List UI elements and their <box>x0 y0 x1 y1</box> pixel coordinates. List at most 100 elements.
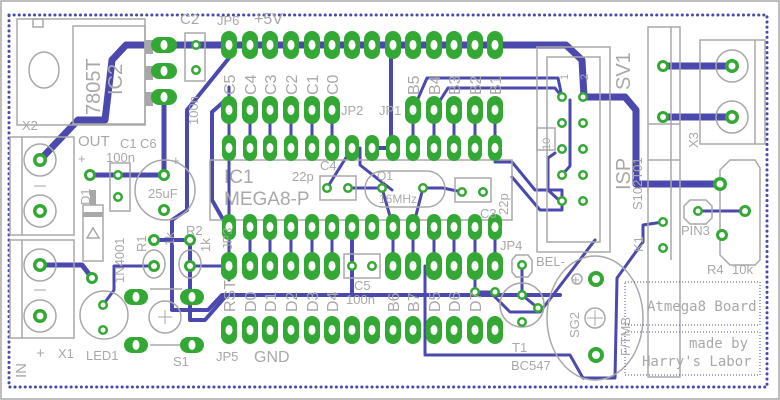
pad-c5-2 <box>367 261 377 271</box>
pad-jp6 <box>262 31 278 59</box>
pad-jp6 <box>324 31 340 59</box>
pad-s1 <box>180 337 204 353</box>
pad-x3-in-1 <box>657 60 669 72</box>
pad-sg2-minus <box>588 347 604 363</box>
pad-x3-2 <box>725 110 739 124</box>
c2-name: C2 <box>180 11 199 28</box>
x2-body <box>9 136 75 236</box>
pad-s1 <box>180 289 204 305</box>
bel-label: BEL- <box>536 254 565 269</box>
pad-ic2 <box>151 37 177 53</box>
c2-body <box>184 32 206 82</box>
pads <box>33 31 751 363</box>
pad-jp6 <box>283 31 299 59</box>
pad-q1-1 <box>377 183 387 193</box>
pad-jp6 <box>446 31 462 59</box>
pad-ic1-top <box>263 135 277 161</box>
pad-header-top <box>221 96 237 124</box>
pad-k1-out <box>713 177 727 191</box>
x1-plus: + <box>36 345 45 362</box>
pad-sv1 <box>557 144 567 154</box>
pin-label-bottom: RST <box>222 280 239 312</box>
pad-ic1-bottom <box>222 214 236 240</box>
pad-led-a <box>98 300 108 310</box>
pad-ic1-top <box>488 135 502 161</box>
sv1-pin2: 2 <box>579 74 591 80</box>
pad-jp5 <box>221 316 237 344</box>
pad-ic1-top <box>345 135 359 161</box>
pad-ic1-bottom <box>345 214 359 240</box>
pad-ic1-top <box>284 135 298 161</box>
jp4-body <box>511 254 533 278</box>
pad-ic1-top <box>222 135 236 161</box>
pad-d1-k <box>86 272 98 284</box>
ic2-name: IC2 <box>105 64 127 95</box>
c4-body <box>319 175 357 201</box>
pad-sv1 <box>578 92 588 102</box>
trace-t1-sg2 <box>473 238 597 314</box>
pad-header-bottom <box>283 252 299 280</box>
pad-x2-1 <box>33 153 47 167</box>
pad-r2-2 <box>184 260 196 272</box>
sg2-name: SG2 <box>567 312 582 338</box>
pin-label-top: B2 <box>468 75 485 95</box>
pad-ic2 <box>151 89 177 105</box>
jp5-label: GND <box>254 349 290 366</box>
pad-c5-1 <box>347 261 357 271</box>
r1-value: 1k <box>162 232 177 246</box>
pad-jp5 <box>426 316 442 344</box>
s1-name: S1 <box>173 354 189 369</box>
pad-sv1 <box>557 118 567 128</box>
trace-sv1-loop <box>546 151 564 205</box>
pad-c2-2 <box>191 65 201 75</box>
pad-c1-2 <box>113 192 123 202</box>
pin-label-top: C2 <box>284 74 301 95</box>
trace-led <box>101 264 156 307</box>
pad-sv1 <box>578 196 588 206</box>
credit-frame <box>624 331 761 376</box>
pad-header-top <box>242 96 258 124</box>
trace-q1-c3 <box>421 186 464 194</box>
pin-label-bottom: D0 <box>243 291 260 312</box>
d1-value: 1N4001 <box>112 237 127 283</box>
pad-header-top <box>487 96 503 124</box>
pin-label-top: C1 <box>305 74 322 95</box>
pad-t1-2 <box>533 303 543 313</box>
sv1-label: ISP <box>613 158 635 190</box>
pad-header-top <box>262 96 278 124</box>
q1-value: 16MHz <box>379 192 417 206</box>
pad-header-bottom <box>324 252 340 280</box>
pad-ic1-bottom <box>325 214 339 240</box>
x3-name: X3 <box>686 132 701 148</box>
pad-header-top <box>446 96 462 124</box>
pad-header-top <box>324 96 340 124</box>
pad-jp5 <box>262 316 278 344</box>
pad-jp6 <box>344 31 360 59</box>
pad-jp5 <box>242 316 258 344</box>
pin-label-bottom: D1 <box>263 291 280 312</box>
pad-header-bottom <box>221 252 237 280</box>
pad-header-bottom <box>242 252 258 280</box>
c6-plus: + <box>172 153 180 168</box>
k1-name: K1 <box>631 236 646 252</box>
pad-ic1-top <box>427 135 441 161</box>
trace-sck <box>411 76 564 112</box>
pad-t1-3 <box>517 317 527 327</box>
pad-jp5 <box>487 316 503 344</box>
t1-value: BC547 <box>511 358 551 373</box>
pin-label-bottom: D3 <box>305 291 322 312</box>
pad-x3-in-2 <box>657 111 669 123</box>
pad-sv1 <box>578 170 588 180</box>
pad-ic1-bottom <box>468 214 482 240</box>
q1-body <box>364 170 446 208</box>
pad-jp5 <box>446 316 462 344</box>
ic1-body <box>209 159 513 221</box>
k1-value: S102T01 <box>630 157 645 210</box>
title-frame <box>624 281 761 326</box>
pad-ic1-bottom <box>305 214 319 240</box>
pad-r4-1 <box>739 205 751 217</box>
pad-r2-1 <box>184 234 196 246</box>
x2-name: X2 <box>22 118 38 133</box>
